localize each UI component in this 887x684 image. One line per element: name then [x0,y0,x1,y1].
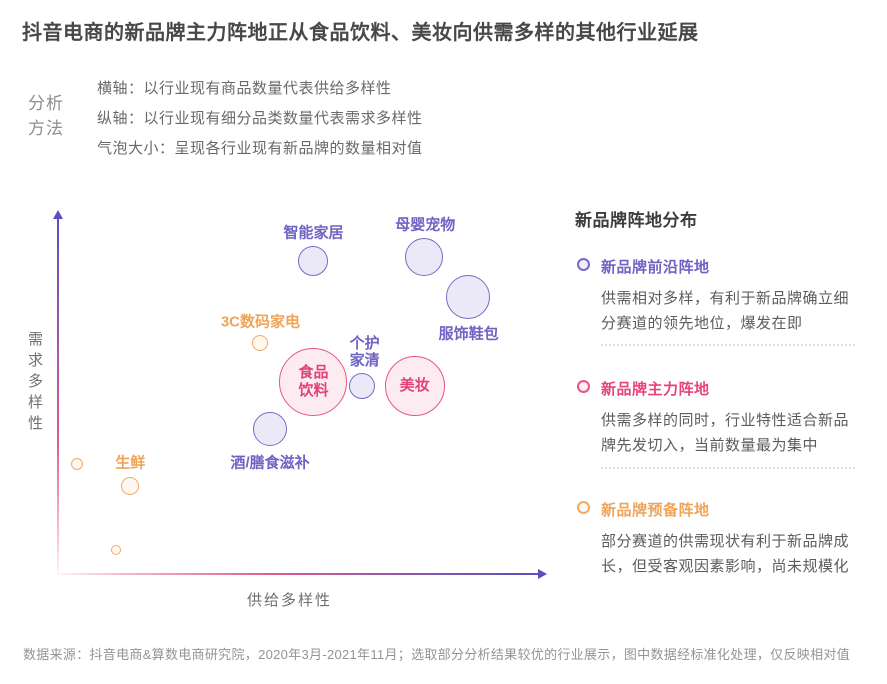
bubble-personal-care-home-cleaning [348,372,375,399]
bubble-beauty: 美妆 [384,355,445,416]
analysis-method-lines: 横轴：以行业现有商品数量代表供给多样性 纵轴：以行业现有细分品类数量代表需求多样… [97,81,423,171]
page-title: 抖音电商的新品牌主力阵地正从食品饮料、美妆向供需多样的其他行业延展 [22,22,699,44]
bubble-3c-digital-appliances [252,334,269,351]
x-axis-line [58,573,540,575]
bubble-fresh-food [121,476,140,495]
bubble-label-mother-baby-pets: 母婴宠物 [395,216,456,234]
bubble-fresh-food-2 [71,458,84,471]
legend-item-main: 新品牌主力阵地 供需多样的同时，行业特性适合新品 牌先发切入，当前数量最为集中 [575,378,867,458]
bubble-label-fresh-food: 生鲜 [115,454,146,472]
legend-divider [601,344,855,346]
bubble-fresh-food-3 [110,545,121,555]
legend-item-desc: 部分赛道的供需现状有利于新品牌成 长，但受客观因素影响，尚未规模化 [601,533,850,575]
method-line-y-axis: 纵轴：以行业现有细分品类数量代表需求多样性 [97,110,423,127]
method-line-bubble-size: 气泡大小：呈现各行业现有新品牌的数量相对值 [97,140,423,157]
bubble-wine-dietary-supplements [253,411,288,446]
y-axis-label: 需求多样性 [26,331,43,436]
bubble-chart: 需求多样性 供给多样性 智能家居 母婴宠物服饰鞋包 3C数码家电酒/膳食滋补 食品 饮… [26,210,547,609]
y-axis-arrow-icon [53,210,63,219]
frontier-circle-icon [577,258,590,271]
bubble-label-smart-home: 智能家居 [283,224,344,242]
bubble-label-apparel-shoes-bags: 服饰鞋包 [438,325,499,343]
bubble-smart-home [298,245,329,276]
data-source-note: 数据来源：抖音电商&算数电商研究院，2020年3月-2021年11月；选取部分分… [23,647,850,662]
y-axis-line [57,218,59,575]
method-line-x-axis: 横轴：以行业现有商品数量代表供给多样性 [97,80,392,97]
main-circle-icon [577,380,590,393]
legend-item-label: 新品牌主力阵地 [601,381,710,398]
bubble-food-beverage: 食品 饮料 [279,348,348,417]
legend-title: 新品牌阵地分布 [575,211,698,230]
legend-item-label: 新品牌前沿阵地 [601,259,710,276]
bubble-mother-baby-pets [405,238,444,277]
legend-item-reserve: 新品牌预备阵地 部分赛道的供需现状有利于新品牌成 长，但受客观因素影响，尚未规模… [575,499,867,579]
legend-divider [601,467,855,469]
bubble-apparel-shoes-bags [445,274,490,319]
x-axis-label: 供给多样性 [247,592,333,609]
legend-item-label: 新品牌预备阵地 [601,502,710,519]
bubble-label-personal-care-home-cleaning: 个护 家清 [349,334,380,369]
bubble-label-wine-dietary-supplements: 酒/膳食滋补 [230,454,310,472]
x-axis-arrow-icon [538,569,547,579]
legend-item-desc: 供需多样的同时，行业特性适合新品 牌先发切入，当前数量最为集中 [601,412,850,454]
legend-item-desc: 供需相对多样，有利于新品牌确立细 分赛道的领先地位，爆发在即 [601,290,850,332]
reserve-circle-icon [577,501,590,514]
analysis-method-label: 分析 方法 [28,94,64,138]
bubble-label-3c-digital-appliances: 3C数码家电 [220,313,301,331]
legend-item-frontier: 新品牌前沿阵地 供需相对多样，有利于新品牌确立细 分赛道的领先地位，爆发在即 [575,256,867,336]
